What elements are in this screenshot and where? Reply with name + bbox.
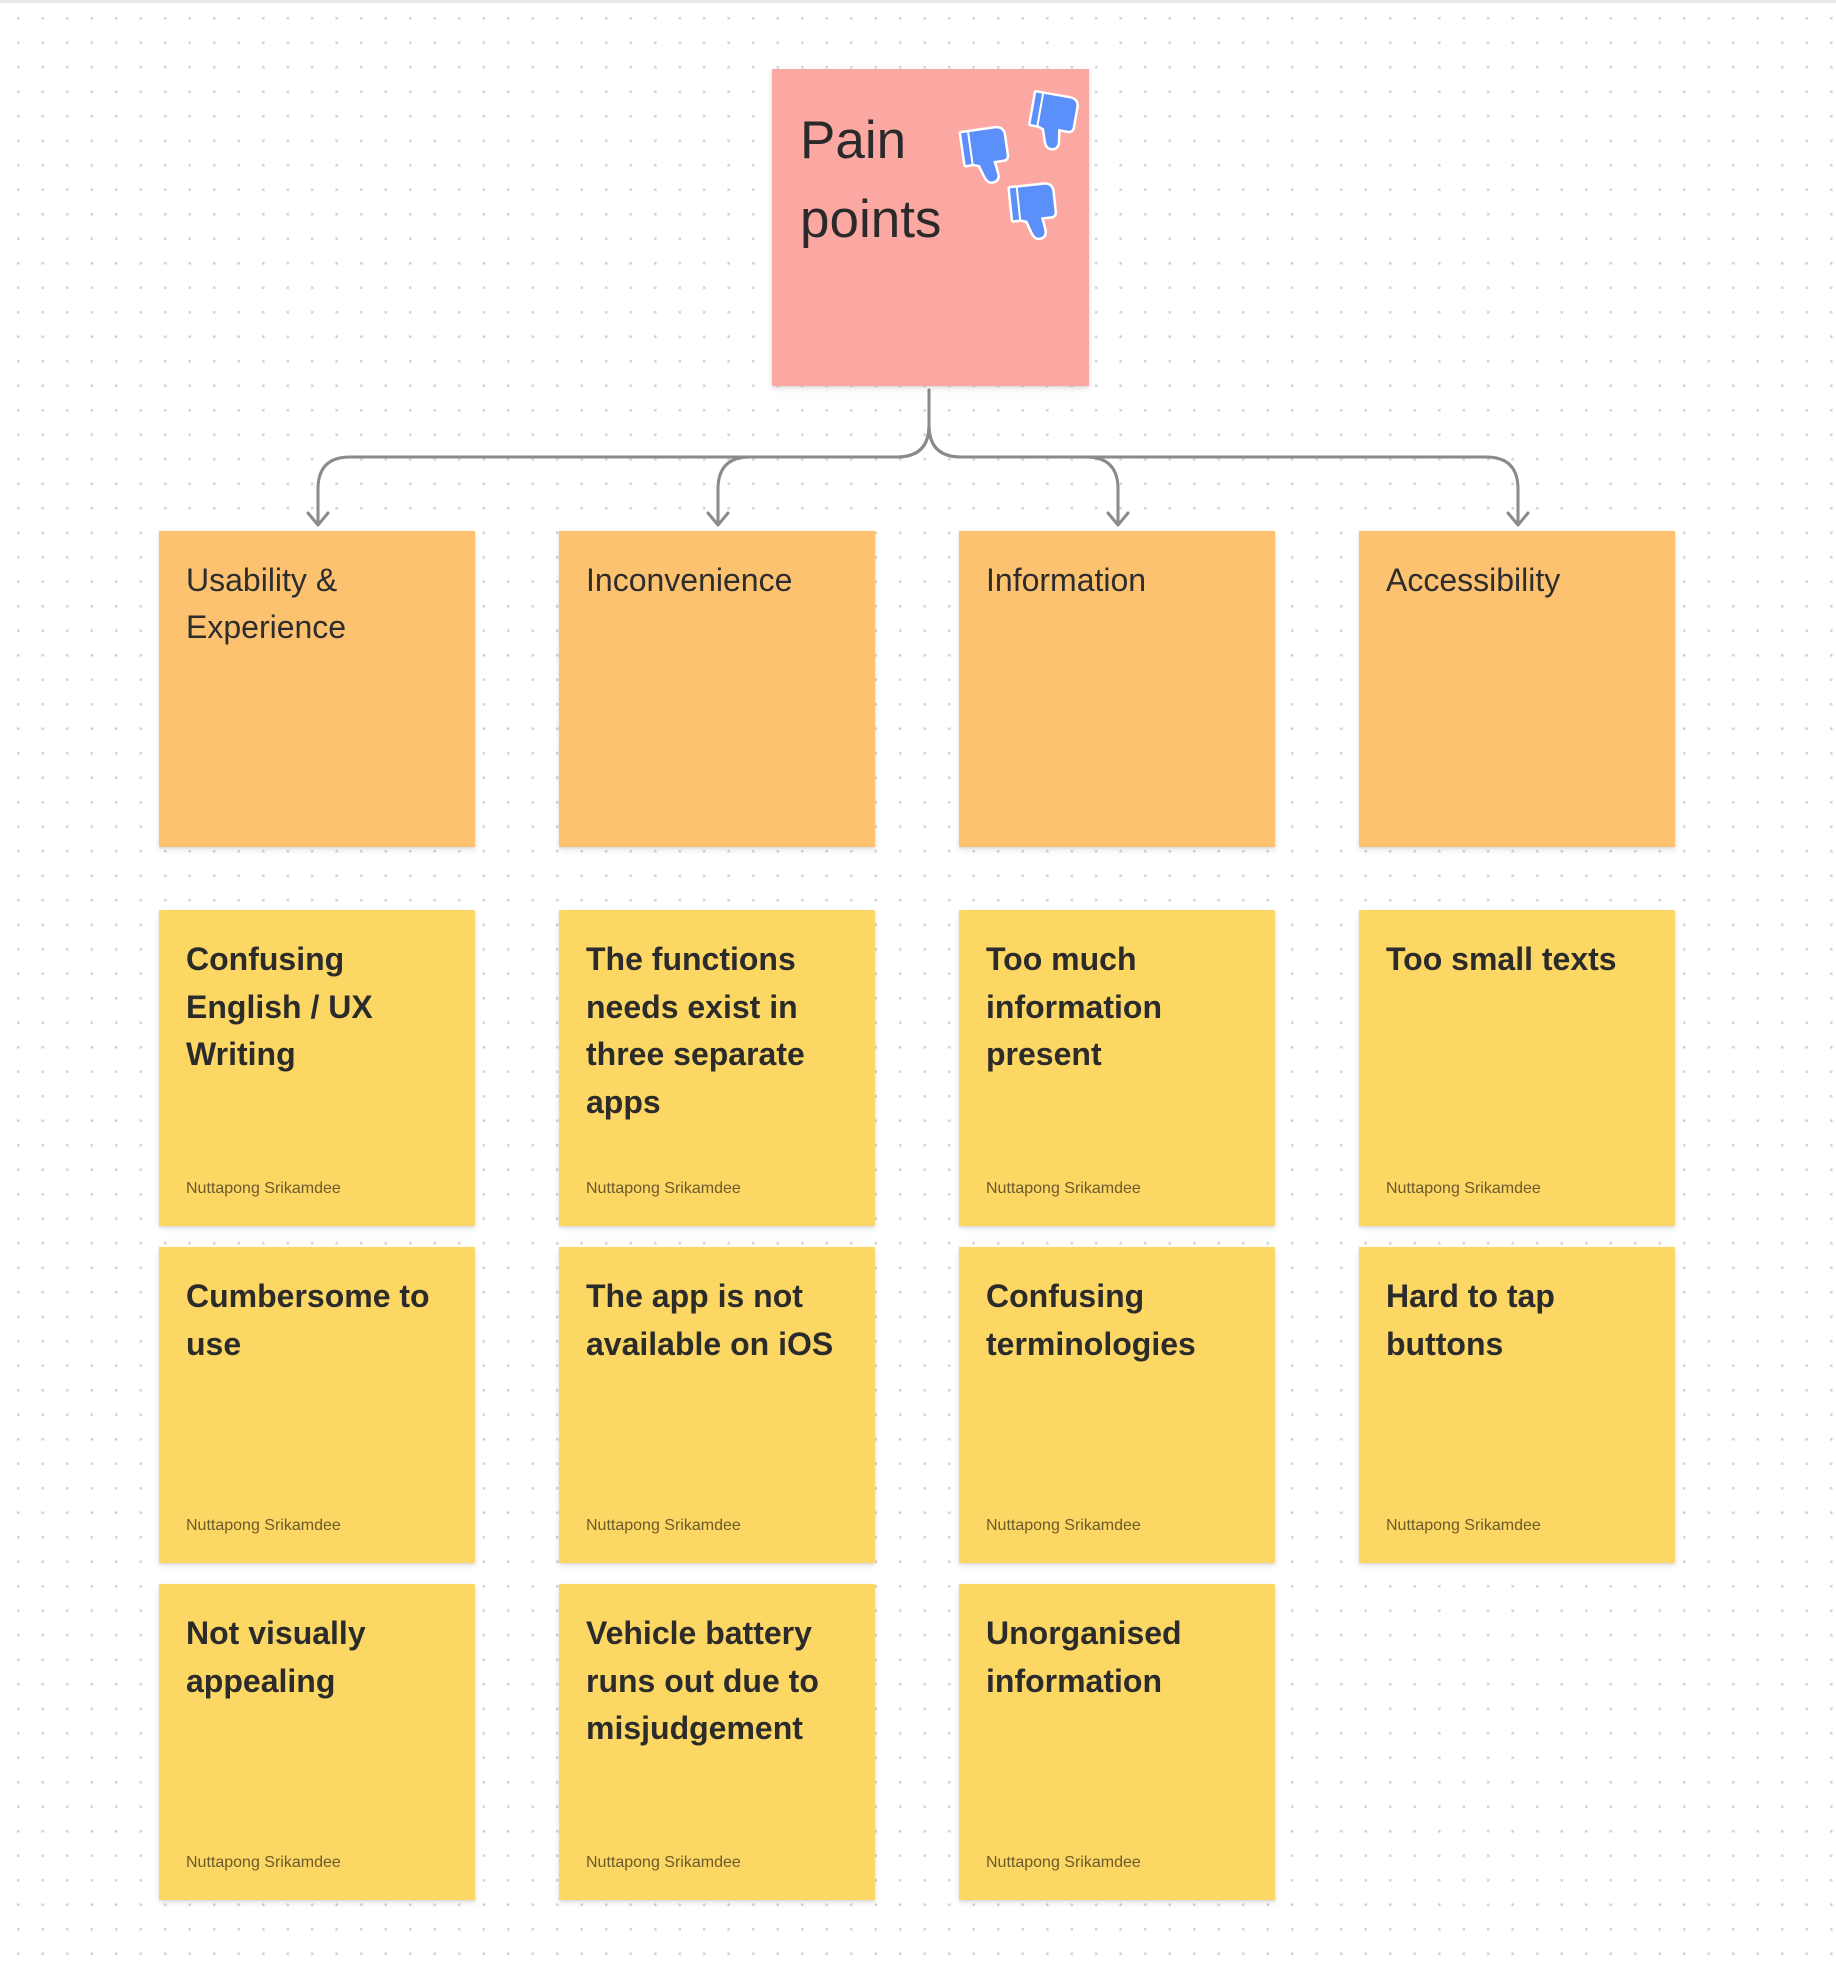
note-text: Not visually appealing (186, 1615, 366, 1699)
thumbs-down-icon (961, 127, 1010, 184)
sticky-note[interactable]: Cumbersome to use Nuttapong Srikamdee (159, 1247, 475, 1563)
note-text: The app is not available on iOS (586, 1278, 834, 1362)
category-label: Information (986, 562, 1147, 598)
note-text: Cumbersome to use (186, 1278, 430, 1362)
note-author: Nuttapong Srikamdee (186, 1854, 341, 1871)
category-label: Accessibility (1386, 562, 1561, 598)
sticky-note[interactable]: Vehicle battery runs out due to misjudge… (559, 1584, 875, 1900)
note-text: The functions needs exist in three separ… (586, 941, 805, 1120)
note-author: Nuttapong Srikamdee (986, 1854, 1141, 1871)
thumbs-down-icon (1027, 93, 1077, 152)
sticky-note[interactable]: Unorganised information Nuttapong Srikam… (959, 1584, 1275, 1900)
note-author: Nuttapong Srikamdee (986, 1180, 1141, 1197)
connector-inconvenience (716, 423, 931, 526)
sticky-note[interactable]: Too small texts Nuttapong Srikamdee (1359, 910, 1675, 1226)
sticky-note[interactable]: Confusing English / UX Writing Nuttapong… (159, 910, 475, 1226)
note-text: Too small texts (1386, 941, 1617, 977)
sticky-note[interactable]: Too much information present Nuttapong S… (959, 910, 1275, 1226)
sticky-note[interactable]: Confusing terminologies Nuttapong Srikam… (959, 1247, 1275, 1563)
note-author: Nuttapong Srikamdee (1386, 1180, 1541, 1197)
note-text: Vehicle battery runs out due to misjudge… (586, 1615, 819, 1746)
sticky-note[interactable]: The app is not available on iOS Nuttapon… (559, 1247, 875, 1563)
note-author: Nuttapong Srikamdee (1386, 1517, 1541, 1534)
note-text: Too much information present (986, 941, 1162, 1072)
thumbs-down-icon (1010, 184, 1057, 240)
note-author: Nuttapong Srikamdee (586, 1854, 741, 1871)
note-author: Nuttapong Srikamdee (186, 1180, 341, 1197)
category-label: Inconvenience (586, 562, 793, 598)
title-sticky-note[interactable]: Pain points (772, 69, 1089, 386)
connector-accessibility (927, 423, 1520, 526)
arrowhead-inconvenience (706, 511, 730, 527)
note-text: Hard to tap buttons (1386, 1278, 1555, 1362)
note-author: Nuttapong Srikamdee (186, 1517, 341, 1534)
top-divider (0, 0, 1836, 3)
arrowhead-usability (306, 511, 330, 527)
board-title: Pain points (800, 111, 942, 249)
arrowhead-information (1106, 511, 1130, 527)
category-label: Usability & Experience (186, 562, 347, 645)
sticky-note[interactable]: Hard to tap buttons Nuttapong Srikamdee (1359, 1247, 1675, 1563)
arrowhead-accessibility (1506, 511, 1530, 527)
sticky-note[interactable]: The functions needs exist in three separ… (559, 910, 875, 1226)
category-note-accessibility[interactable]: Accessibility (1359, 531, 1675, 847)
note-author: Nuttapong Srikamdee (986, 1517, 1141, 1534)
note-text: Unorganised information (986, 1615, 1182, 1699)
category-note-inconvenience[interactable]: Inconvenience (559, 531, 875, 847)
note-text: Confusing English / UX Writing (186, 941, 373, 1072)
category-note-information[interactable]: Information (959, 531, 1275, 847)
note-author: Nuttapong Srikamdee (586, 1180, 741, 1197)
note-text: Confusing terminologies (986, 1278, 1196, 1362)
note-author: Nuttapong Srikamdee (586, 1517, 741, 1534)
sticky-note[interactable]: Not visually appealing Nuttapong Srikamd… (159, 1584, 475, 1900)
category-note-usability[interactable]: Usability & Experience (159, 531, 475, 847)
